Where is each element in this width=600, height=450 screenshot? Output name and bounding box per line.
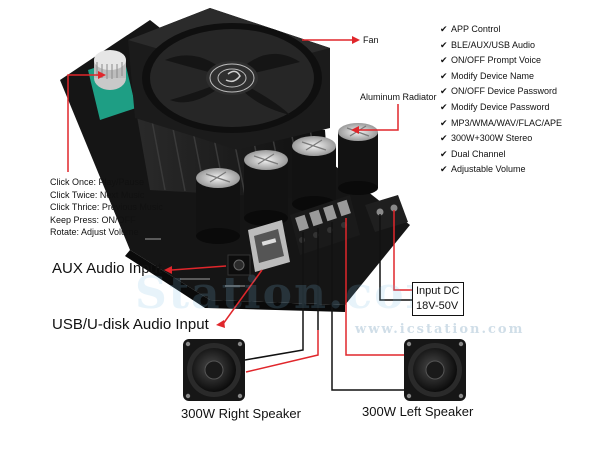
check-icon: ✔ xyxy=(440,101,448,112)
usb-port xyxy=(248,220,290,272)
speaker-terminal-block xyxy=(290,195,360,255)
check-icon: ✔ xyxy=(440,133,448,144)
input-dc-box: Input DC 18V-50V xyxy=(412,282,464,316)
feature-item: ✔Modify Device Password xyxy=(440,100,562,116)
knob-function-item: Keep Press: ON/OFF xyxy=(50,214,136,225)
knob-function-item: Click Once: Play/Pause xyxy=(50,177,145,187)
feature-list: ✔APP Control ✔BLE/AUX/USB Audio ✔ON/OFF … xyxy=(440,22,562,178)
knob-function-item: Rotate: Adjust Volume xyxy=(50,227,139,238)
dc-wires xyxy=(379,214,412,301)
input-dc-label: Input DC xyxy=(416,285,460,297)
capacitor-3 xyxy=(292,136,336,212)
callout-lines xyxy=(67,39,399,325)
capacitor-2 xyxy=(244,150,288,226)
check-icon: ✔ xyxy=(440,86,448,97)
pcb-silkscreen xyxy=(145,238,245,287)
check-icon: ✔ xyxy=(440,39,448,50)
knob-function-item: Click Thrice: Previous Music xyxy=(50,202,163,213)
feature-item: ✔MP3/WMA/WAV/FLAC/APE xyxy=(440,116,562,132)
feature-item: ✔ON/OFF Device Password xyxy=(440,84,562,100)
fan-label: Fan xyxy=(363,35,379,45)
check-icon: ✔ xyxy=(440,148,448,159)
capacitor-1 xyxy=(196,168,240,244)
check-icon: ✔ xyxy=(440,55,448,66)
feature-item: ✔Modify Device Name xyxy=(440,69,562,85)
feature-item: ✔Dual Channel xyxy=(440,147,562,163)
cooling-fan xyxy=(128,8,330,150)
input-dc-voltage: 18V-50V xyxy=(416,300,459,312)
check-icon: ✔ xyxy=(440,70,448,81)
feature-item: ✔ON/OFF Prompt Voice xyxy=(440,53,562,69)
usb-input-label: USB/U-disk Audio Input xyxy=(52,316,209,333)
speaker-wires xyxy=(244,222,404,391)
watermark-url: www.icstation.com xyxy=(355,322,525,337)
right-speaker-label: 300W Right Speaker xyxy=(181,406,301,421)
aux-input-label: AUX Audio Input xyxy=(52,260,163,277)
radiator-label: Aluminum Radiator xyxy=(360,92,437,102)
left-speaker xyxy=(404,339,466,401)
knob-functions-list: Click Once: Play/Pause Click Twice: Next… xyxy=(50,176,163,239)
check-icon: ✔ xyxy=(440,24,448,34)
feature-item: ✔300W+300W Stereo xyxy=(440,131,562,147)
check-icon: ✔ xyxy=(440,117,448,128)
right-speaker xyxy=(183,339,245,401)
dc-power-terminal xyxy=(365,195,408,232)
knob-function-item: Click Twice: Next Music xyxy=(50,189,145,200)
aux-jack xyxy=(227,254,251,276)
feature-item: ✔BLE/AUX/USB Audio xyxy=(440,38,562,54)
left-speaker-label: 300W Left Speaker xyxy=(362,404,474,419)
watermark-brand: Station.com xyxy=(135,268,454,319)
feature-item: ✔Adjustable Volume xyxy=(440,162,562,178)
check-icon: ✔ xyxy=(440,164,448,175)
capacitor-4 xyxy=(338,123,378,195)
feature-item: ✔APP Control xyxy=(440,22,562,38)
